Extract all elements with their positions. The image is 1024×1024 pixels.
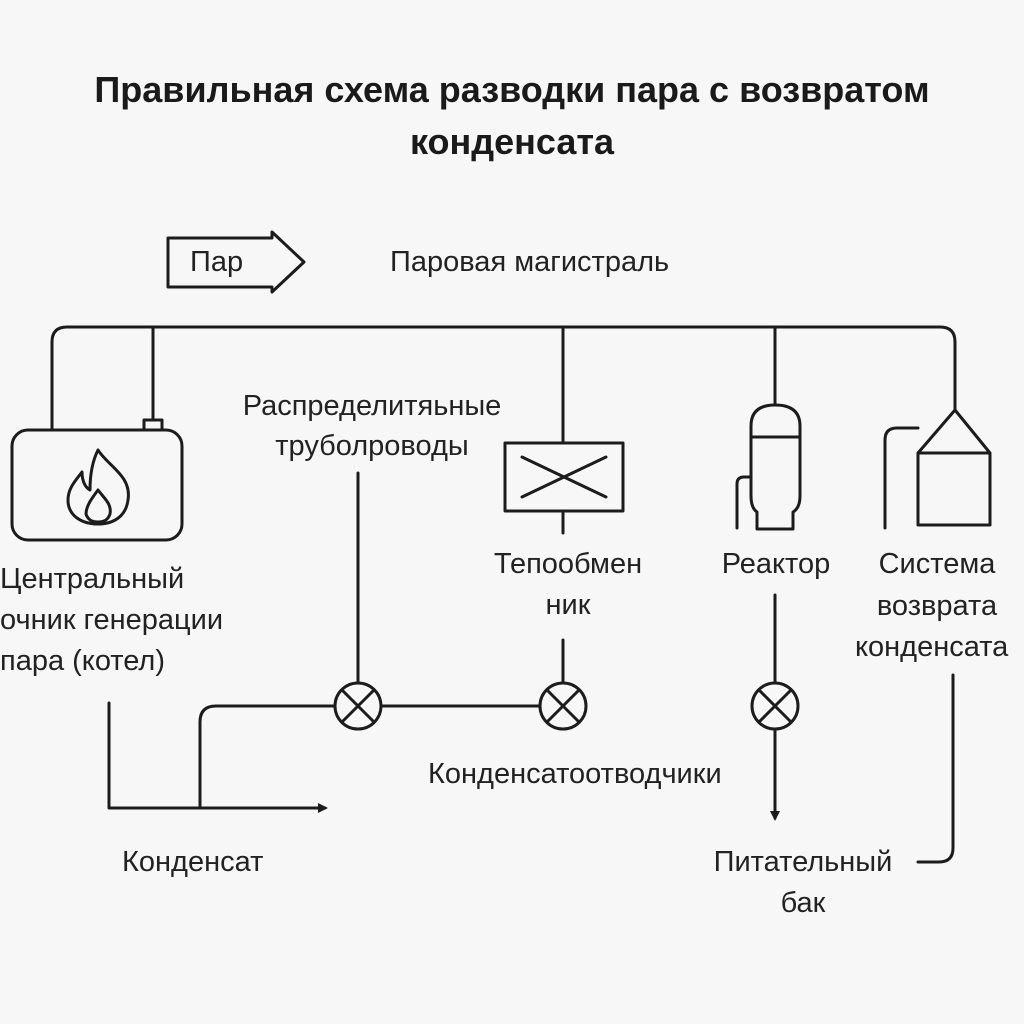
boiler-body — [10, 428, 184, 542]
condensate-label: Конденсат — [122, 846, 264, 878]
page-title-line-2: конденсата — [409, 121, 615, 162]
steam-trap-3 — [750, 681, 800, 731]
exchanger-label-line-1: Тепообмен — [493, 548, 643, 580]
feed-tank-label-line-2: бак — [780, 887, 826, 919]
condensate-collector-line — [198, 704, 336, 810]
boiler-condensate-line — [107, 701, 328, 813]
steam-main-label: Паровая магистраль — [390, 246, 670, 278]
steam-main-line — [50, 325, 957, 432]
steam-trap-2 — [538, 681, 588, 731]
boiler-label-line-3: пара (котел) — [0, 645, 166, 677]
page-title-line-1: Правильная схема разводки пара с возврат… — [94, 69, 930, 110]
boiler-flame-icon — [66, 448, 130, 526]
boiler-nozzle — [142, 418, 164, 432]
exchanger-label-line-2: ник — [545, 589, 591, 621]
heat-exchanger-cross — [520, 455, 608, 499]
distribution-label-line-1: Распределитяьные — [242, 390, 502, 422]
reactor-side-pipe — [735, 475, 753, 530]
return-system-label-line-2: возврата — [876, 590, 998, 622]
return-system-label-line-3: конденсата — [855, 631, 1009, 663]
steam-legend-arrow — [166, 230, 306, 294]
steam-legend-label: Пар — [190, 246, 244, 278]
boiler-label-line-1: Центральный — [0, 563, 185, 595]
return-system-label-line-1: Система — [878, 548, 996, 580]
reactor-label: Реактор — [721, 548, 831, 580]
distribution-label-line-2: труболроводы — [275, 430, 469, 462]
reactor-vessel-icon — [749, 403, 802, 531]
boiler-label-line-2: очник генерации — [0, 604, 224, 636]
steam-traps-label: Конденсатоотводчики — [428, 758, 722, 790]
feed-tank-label-line-1: Питательный — [713, 846, 893, 878]
steam-trap-1 — [333, 681, 383, 731]
return-unit-side-pipe — [883, 426, 920, 530]
condensate-return-unit-icon — [916, 400, 992, 527]
return-to-tank-line — [916, 673, 955, 864]
